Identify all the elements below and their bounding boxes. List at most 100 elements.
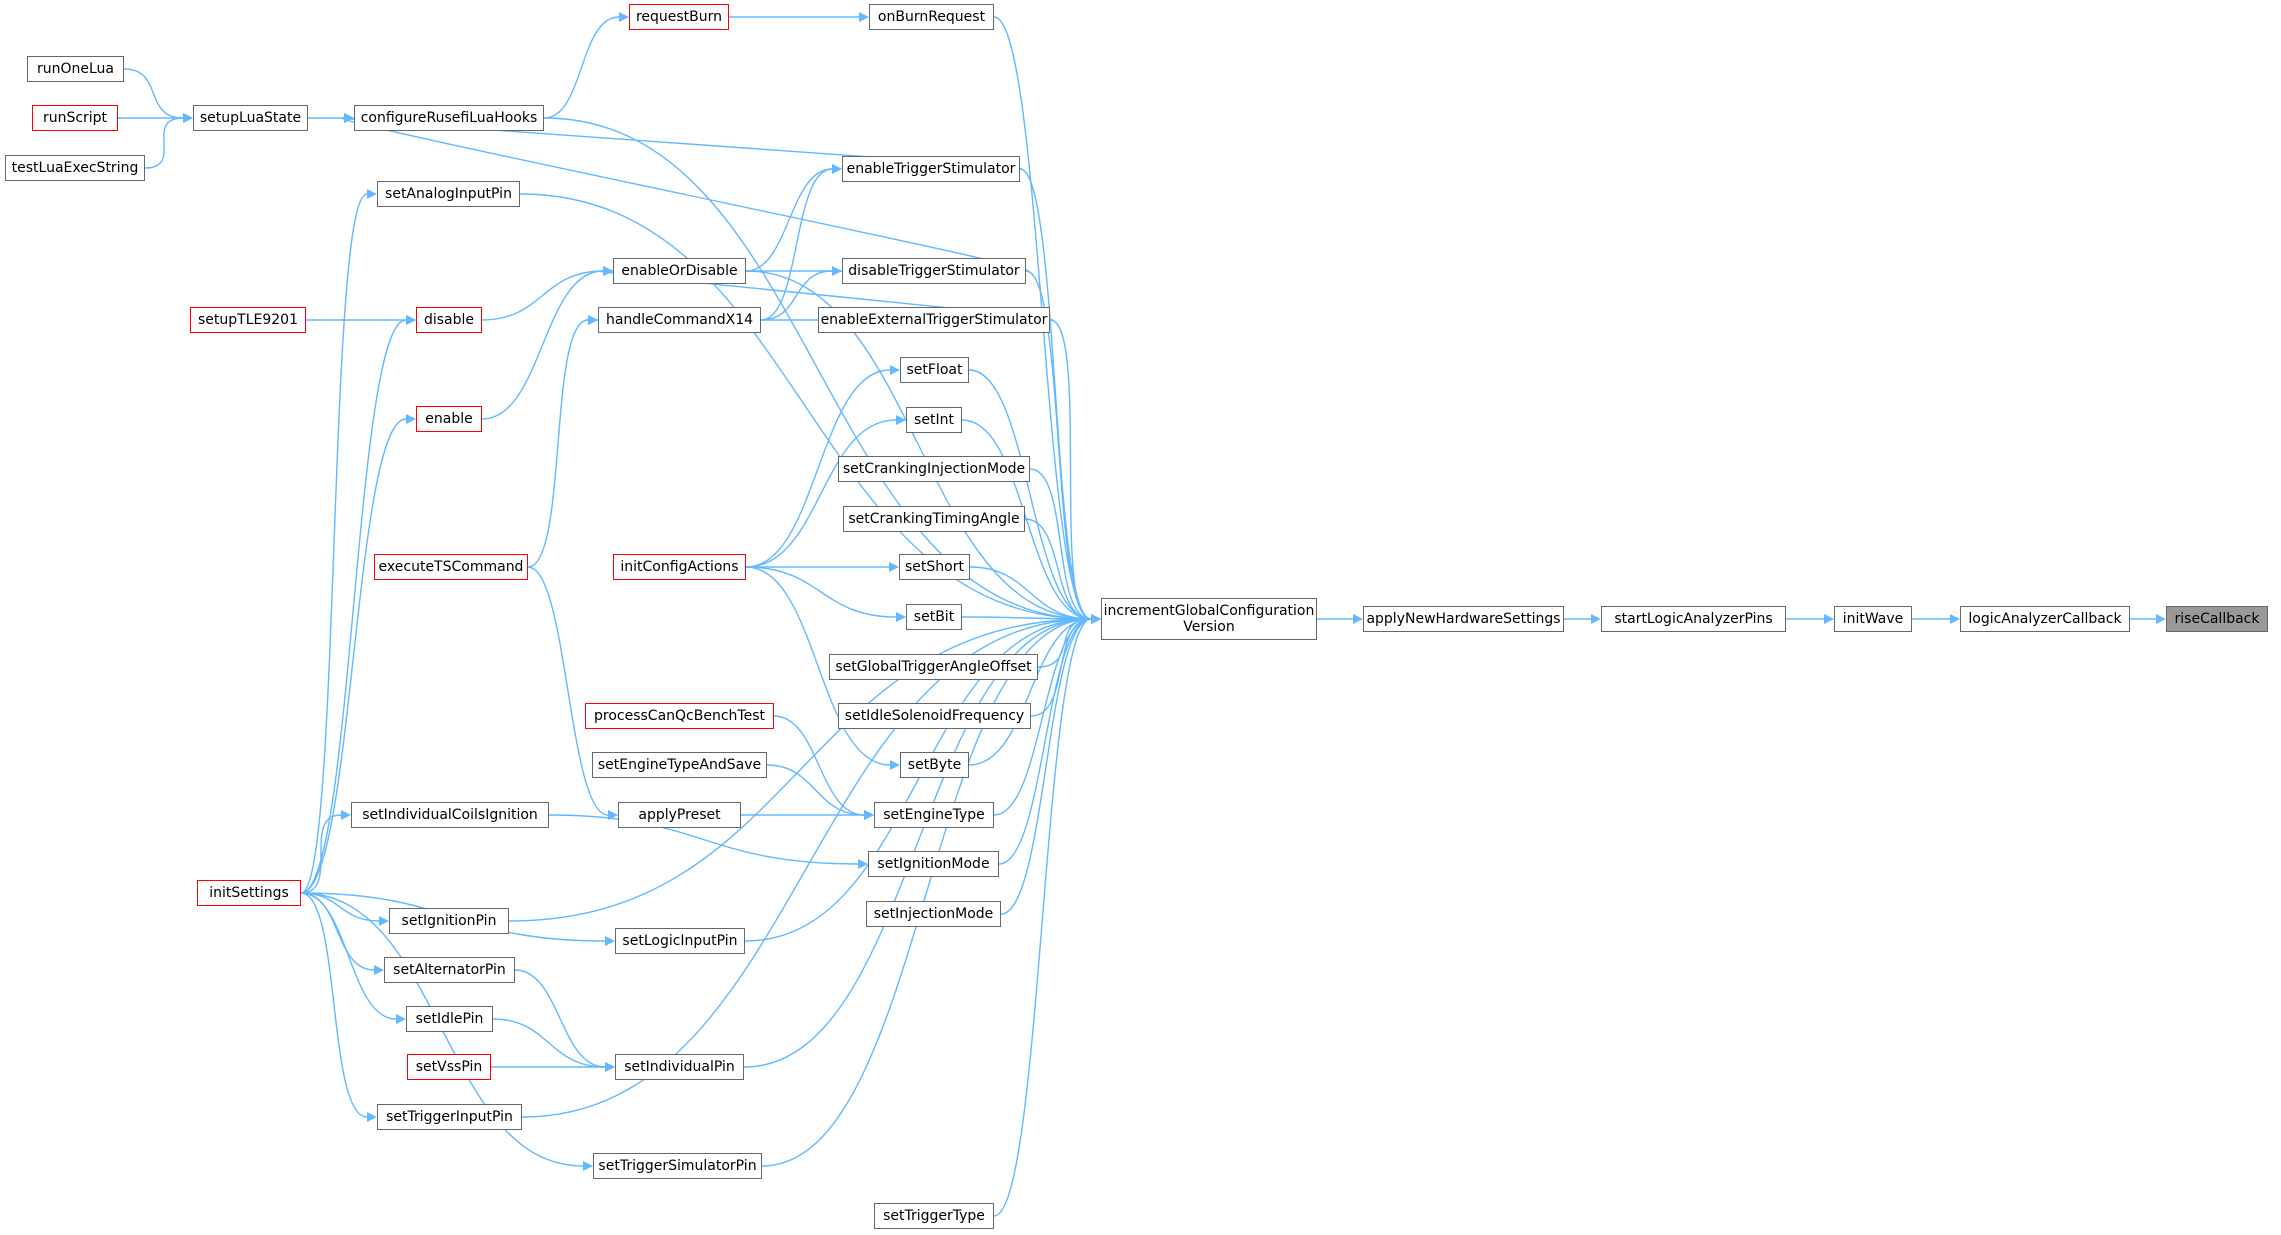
edge-arrowhead xyxy=(605,936,615,946)
node-setAnalogInputPin[interactable]: setAnalogInputPin xyxy=(377,181,520,207)
node-label: enableOrDisable xyxy=(621,263,738,279)
node-enableTriggerStimulator[interactable]: enableTriggerStimulator xyxy=(842,156,1020,182)
edge-arrowhead xyxy=(896,612,906,622)
node-disableTriggerStimulator[interactable]: disableTriggerStimulator xyxy=(842,258,1026,284)
edge-arrowhead xyxy=(379,916,389,926)
node-setIdlePin[interactable]: setIdlePin xyxy=(406,1006,493,1032)
node-enable[interactable]: enable xyxy=(416,406,482,432)
edge-setFloat-to-incrementGlobalConfigurationVersion xyxy=(968,369,1092,620)
node-setIdleSolenoidFrequency[interactable]: setIdleSolenoidFrequency xyxy=(838,703,1031,729)
node-setInjectionMode[interactable]: setInjectionMode xyxy=(866,901,1001,927)
node-label: setFloat xyxy=(906,362,963,378)
node-runOneLua[interactable]: runOneLua xyxy=(27,56,124,82)
node-setIndividualPin[interactable]: setIndividualPin xyxy=(615,1054,744,1080)
node-label: testLuaExecString xyxy=(11,160,139,176)
node-label: executeTSCommand xyxy=(378,559,524,575)
node-runScript[interactable]: runScript xyxy=(32,105,118,131)
edge-arrowhead xyxy=(344,113,354,123)
node-label: setupLuaState xyxy=(199,110,302,126)
edge-arrowhead xyxy=(1353,614,1363,624)
node-applyNewHardwareSettings[interactable]: applyNewHardwareSettings xyxy=(1363,606,1564,632)
node-setEngineType[interactable]: setEngineType xyxy=(874,802,994,828)
edge-arrowhead xyxy=(858,859,868,869)
node-label: setBit xyxy=(913,609,955,625)
edge-arrowhead xyxy=(864,810,874,820)
edge-enableExternalTriggerStimulator-to-incrementGlobalConfigurationVersion xyxy=(1049,319,1092,620)
edge-arrowhead xyxy=(832,164,842,174)
node-label: incrementGlobalConfiguration xyxy=(1103,603,1315,619)
node-riseCallback[interactable]: riseCallback xyxy=(2166,606,2268,632)
node-setByte[interactable]: setByte xyxy=(900,752,969,778)
node-label: setGlobalTriggerAngleOffset xyxy=(835,659,1032,675)
node-initConfigActions[interactable]: initConfigActions xyxy=(613,554,746,580)
node-startLogicAnalyzerPins[interactable]: startLogicAnalyzerPins xyxy=(1601,606,1786,632)
node-label: configureRusefiLuaHooks xyxy=(360,110,538,126)
node-setGlobalTriggerAngleOffset[interactable]: setGlobalTriggerAngleOffset xyxy=(829,654,1038,680)
node-executeTSCommand[interactable]: executeTSCommand xyxy=(374,554,528,580)
node-setIgnitionPin[interactable]: setIgnitionPin xyxy=(389,908,509,934)
node-label: enableTriggerStimulator xyxy=(846,161,1016,177)
node-label: logicAnalyzerCallback xyxy=(1968,611,2122,627)
edge-arrowhead xyxy=(2156,614,2166,624)
node-enableExternalTriggerStimulator[interactable]: enableExternalTriggerStimulator xyxy=(818,307,1050,333)
edge-configureRusefiLuaHooks-to-requestBurn xyxy=(543,16,620,119)
node-setVssPin[interactable]: setVssPin xyxy=(407,1054,491,1080)
node-label: setLogicInputPin xyxy=(622,933,738,949)
node-logicAnalyzerCallback[interactable]: logicAnalyzerCallback xyxy=(1960,606,2130,632)
edge-arrowhead xyxy=(619,12,629,22)
node-testLuaExecString[interactable]: testLuaExecString xyxy=(5,155,145,181)
edge-setIndividualPin-to-incrementGlobalConfigurationVersion xyxy=(743,618,1092,1068)
node-initWave[interactable]: initWave xyxy=(1834,606,1912,632)
node-setInt[interactable]: setInt xyxy=(906,407,962,433)
node-setBit[interactable]: setBit xyxy=(906,604,962,630)
node-label: setupTLE9201 xyxy=(198,312,298,328)
node-label: setIdlePin xyxy=(415,1011,484,1027)
node-label: setInt xyxy=(914,412,954,428)
node-enableOrDisable[interactable]: enableOrDisable xyxy=(613,258,746,284)
edge-disable-to-enableOrDisable xyxy=(481,270,604,321)
node-label: onBurnRequest xyxy=(877,9,986,25)
node-label: processCanQcBenchTest xyxy=(594,708,765,724)
node-setCrankingInjectionMode[interactable]: setCrankingInjectionMode xyxy=(838,456,1030,482)
node-label: setEngineType xyxy=(883,807,985,823)
node-configureRusefiLuaHooks[interactable]: configureRusefiLuaHooks xyxy=(354,105,544,131)
edge-handleCommandX14-to-enableTriggerStimulator xyxy=(760,168,833,321)
edge-arrowhead xyxy=(341,810,351,820)
edge-arrowhead xyxy=(859,12,869,22)
node-setAlternatorPin[interactable]: setAlternatorPin xyxy=(384,957,515,983)
node-disable[interactable]: disable xyxy=(416,307,482,333)
edge-arrowhead xyxy=(367,189,377,199)
node-applyPreset[interactable]: applyPreset xyxy=(618,802,741,828)
edge-initConfigActions-to-setFloat xyxy=(745,369,891,568)
node-setupTLE9201[interactable]: setupTLE9201 xyxy=(190,307,306,333)
node-setTriggerType[interactable]: setTriggerType xyxy=(874,1203,994,1229)
edge-arrowhead xyxy=(1591,614,1601,624)
node-setIndividualCoilsIgnition[interactable]: setIndividualCoilsIgnition xyxy=(351,802,549,828)
node-initSettings[interactable]: initSettings xyxy=(197,880,301,906)
node-label: handleCommandX14 xyxy=(605,312,754,328)
node-onBurnRequest[interactable]: onBurnRequest xyxy=(869,4,994,30)
edge-arrowhead xyxy=(396,1014,406,1024)
edge-arrowhead xyxy=(1824,614,1834,624)
node-setLogicInputPin[interactable]: setLogicInputPin xyxy=(615,928,745,954)
edge-arrowhead xyxy=(183,113,193,123)
node-label: riseCallback xyxy=(2174,611,2260,627)
node-setShort[interactable]: setShort xyxy=(899,554,970,580)
node-label: setTriggerType xyxy=(883,1208,985,1224)
edge-initSettings-to-setTriggerInputPin xyxy=(300,892,368,1118)
node-setTriggerSimulatorPin[interactable]: setTriggerSimulatorPin xyxy=(593,1153,762,1179)
node-handleCommandX14[interactable]: handleCommandX14 xyxy=(598,307,761,333)
edge-setTriggerInputPin-to-incrementGlobalConfigurationVersion xyxy=(521,618,1092,1118)
node-setCrankingTimingAngle[interactable]: setCrankingTimingAngle xyxy=(843,506,1025,532)
node-label: initConfigActions xyxy=(620,559,739,575)
node-setEngineTypeAndSave[interactable]: setEngineTypeAndSave xyxy=(592,752,767,778)
node-setFloat[interactable]: setFloat xyxy=(900,357,969,383)
edge-setEngineType-to-incrementGlobalConfigurationVersion xyxy=(993,618,1092,816)
node-setIgnitionMode[interactable]: setIgnitionMode xyxy=(868,851,999,877)
node-requestBurn[interactable]: requestBurn xyxy=(629,4,729,30)
edge-configureRusefiLuaHooks-to-incrementGlobalConfigurationVersion xyxy=(543,117,1092,620)
node-setupLuaState[interactable]: setupLuaState xyxy=(193,105,308,131)
node-processCanQcBenchTest[interactable]: processCanQcBenchTest xyxy=(585,703,774,729)
node-setTriggerInputPin[interactable]: setTriggerInputPin xyxy=(377,1104,522,1130)
